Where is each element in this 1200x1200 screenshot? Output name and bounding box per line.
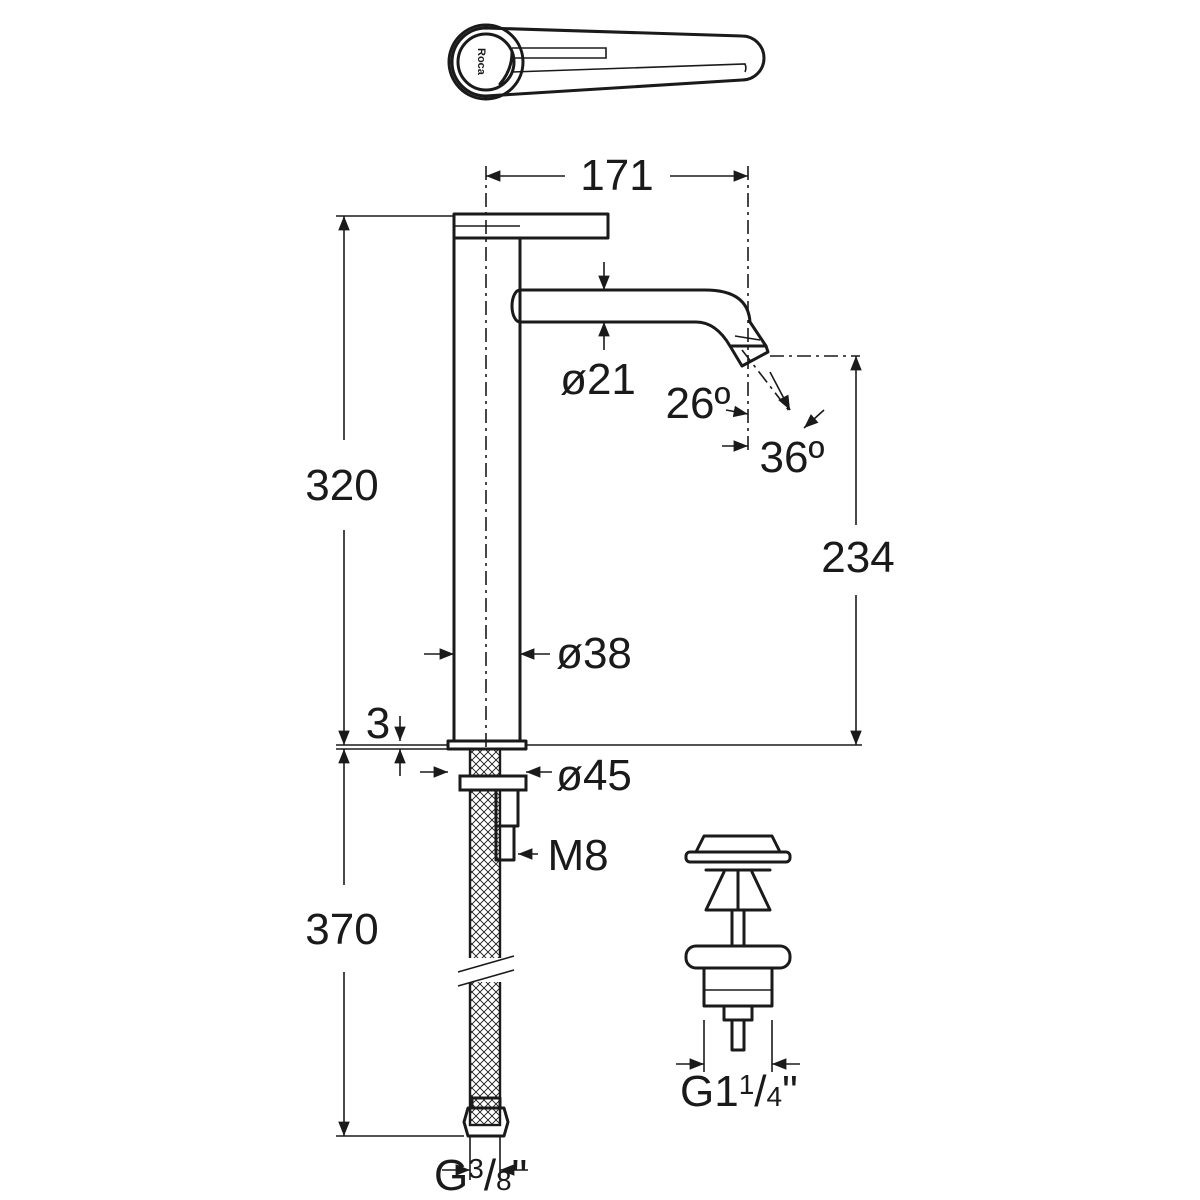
dim-stud-thread: M8 <box>547 831 608 880</box>
mounting-kit <box>457 747 528 1138</box>
dim-hose-length: 370 <box>305 905 378 954</box>
top-view: Roca <box>447 23 766 101</box>
brand-logo: Roca <box>475 48 487 76</box>
dim-spout-diameter: ø21 <box>560 355 636 404</box>
dim-waste-thread: G11/4" <box>680 1067 798 1116</box>
dim-angle-a: 26º <box>665 379 730 428</box>
dim-angle-b: 36º <box>759 433 824 482</box>
dim-base-diameter: ø45 <box>556 751 632 800</box>
dim-base-thickness: 3 <box>366 699 390 748</box>
dim-body-diameter: ø38 <box>556 629 632 678</box>
dim-hose-thread: G3/8" <box>434 1151 527 1200</box>
waste-drain <box>684 834 792 1052</box>
mixer-elevation <box>446 212 770 751</box>
dimension-lines <box>336 166 862 1180</box>
dimension-labels: 171 320 ø21 26º 36º 234 ø38 3 ø45 M8 370… <box>305 151 894 1200</box>
dim-spout-height: 234 <box>821 533 894 582</box>
dim-spout-reach: 171 <box>580 151 653 200</box>
dim-total-height: 320 <box>305 461 378 510</box>
